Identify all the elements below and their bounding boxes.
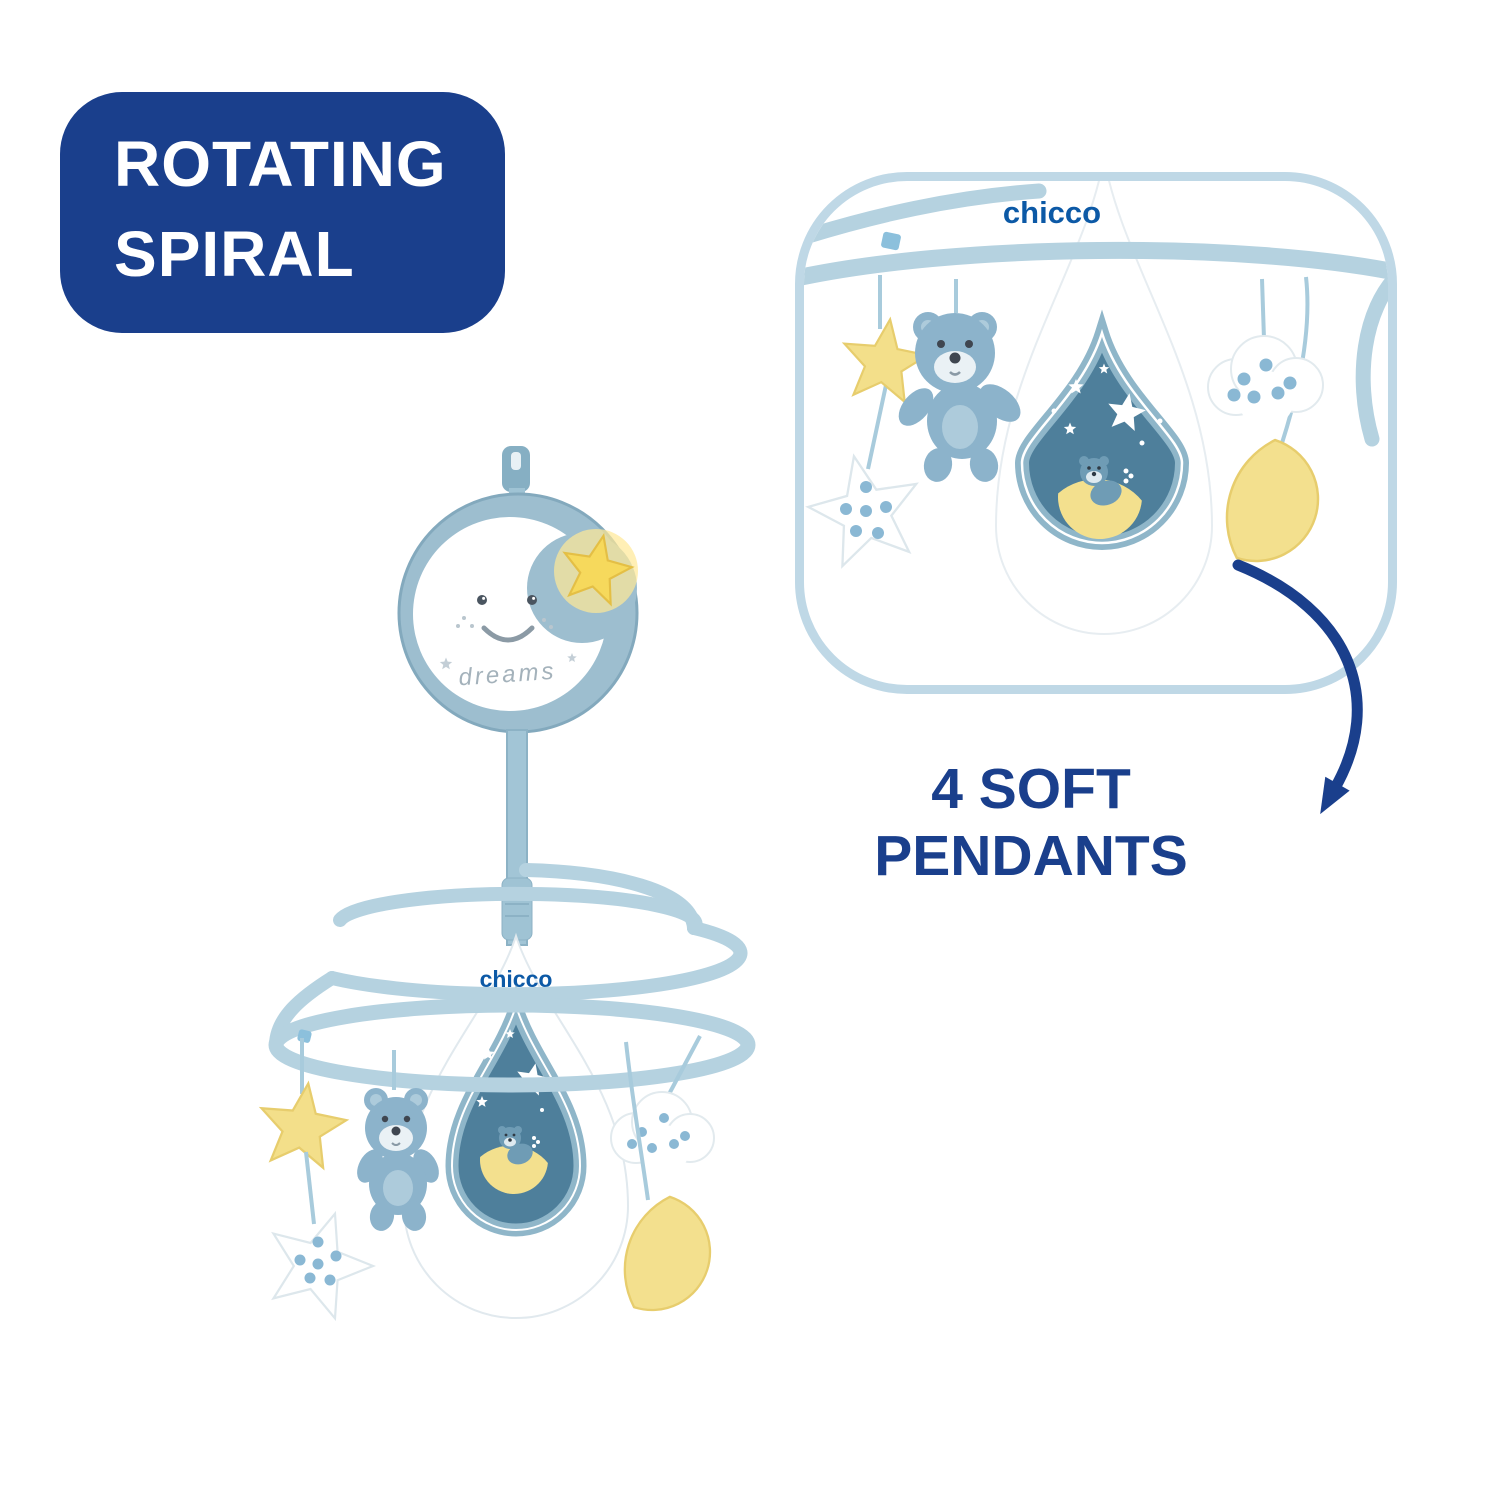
- pendant-string: [624, 1041, 650, 1201]
- cot-mobile-product-photo: dreams chicco: [253, 446, 756, 1327]
- badge-line-1: ROTATING: [114, 128, 447, 200]
- chicco-logo: chicco: [1003, 195, 1101, 230]
- moon-music-box: dreams: [397, 492, 639, 734]
- pendants: [253, 1035, 727, 1327]
- pendants-detail-view: chicco: [804, 181, 1388, 635]
- arrow-curve: [1232, 559, 1363, 815]
- pendant-string: [304, 1151, 316, 1225]
- mobile-ring: [268, 997, 756, 1093]
- teddy-bear-pendant-icon: [898, 312, 1021, 482]
- moon-face-icon: [456, 595, 553, 643]
- polka-dot-cloud-pendant-icon: [1207, 335, 1324, 427]
- callout-line-2: PENDANTS: [874, 823, 1188, 888]
- star-night-light-icon: [554, 527, 639, 613]
- teddy-on-moon-artwork-icon: [477, 1126, 550, 1197]
- yellow-star-pendant-icon: [253, 1076, 352, 1172]
- rotating-spiral-arm: [268, 863, 756, 1093]
- polka-dot-star-pendant-icon: [804, 443, 931, 572]
- polka-dot-star-pendant-icon: [253, 1196, 386, 1326]
- pendants-detail-inset: chicco: [795, 172, 1397, 694]
- pendant-string: [666, 1035, 702, 1097]
- callout-line-1: 4 SOFT: [931, 757, 1131, 821]
- rotating-spiral-badge: ROTATING SPIRAL: [60, 92, 505, 334]
- teddy-on-moon-artwork-icon: [1054, 456, 1144, 543]
- callout-arrow: [1232, 559, 1363, 815]
- badge-line-2: SPIRAL: [114, 217, 355, 290]
- projector-body-closeup: [994, 181, 1214, 635]
- artwork-panel-closeup: [1014, 309, 1190, 550]
- teddy-bear-pendant-icon: [357, 1088, 439, 1231]
- pendant-strings: [866, 275, 1310, 470]
- artwork-panel: [445, 984, 587, 1237]
- spiral-arm-closeup: [804, 183, 1388, 447]
- polka-dot-cloud-pendant-icon: [610, 1091, 715, 1175]
- ring-clip-icon: [881, 231, 901, 251]
- soft-pendants-callout: 4 SOFT PENDANTS: [836, 756, 1226, 889]
